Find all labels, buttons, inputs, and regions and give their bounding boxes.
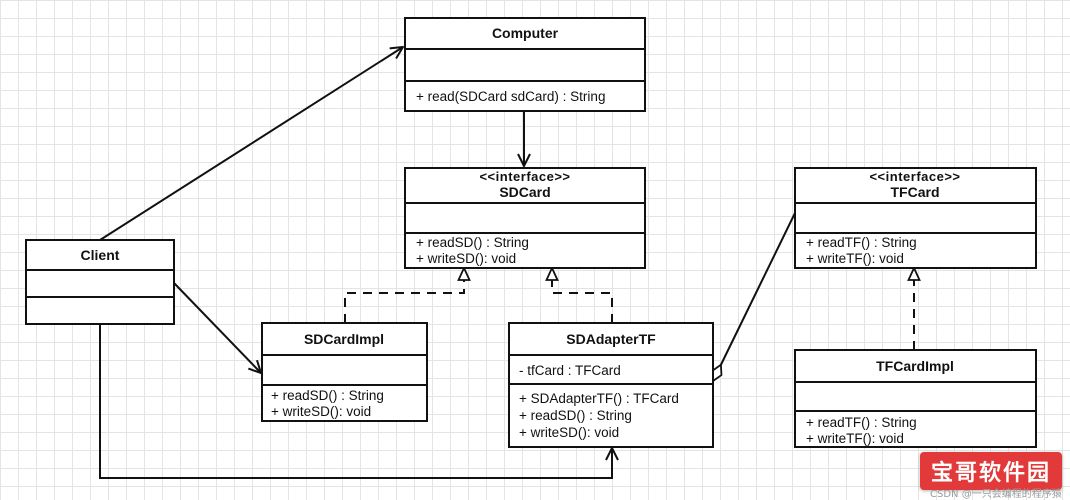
class-title: TFCardImpl	[876, 358, 954, 374]
class-box	[794, 349, 1037, 448]
method-writetf: + writeTF(): void	[806, 251, 904, 266]
realize-sdadaptertf-sdcard	[552, 268, 613, 323]
class-title: TFCard	[891, 184, 940, 200]
class-sdcardimpl[interactable]: SDCardImpl + readSD() : String + writeSD…	[261, 322, 428, 422]
class-title: Client	[81, 247, 120, 263]
method-readtf: + readTF() : String	[806, 415, 917, 430]
watermark-badge: 宝哥软件园	[920, 452, 1062, 490]
class-box	[261, 322, 428, 422]
class-tfcardimpl[interactable]: TFCardImpl + readTF() : String + writeTF…	[794, 349, 1037, 448]
assoc-client-sdadaptertf	[99, 325, 612, 479]
method-readsd: + readSD() : String	[271, 388, 384, 403]
aggregation-tfcard-sdadaptertf	[713, 212, 796, 381]
method-readsd: + readSD() : String	[519, 408, 632, 423]
class-title: SDCard	[499, 184, 550, 200]
class-box	[794, 167, 1037, 269]
method-writetf: + writeTF(): void	[806, 431, 904, 446]
method-readtf: + readTF() : String	[806, 235, 917, 250]
class-box	[25, 239, 175, 325]
stereotype-label: <<interface>>	[479, 169, 570, 184]
method-read: + read(SDCard sdCard) : String	[416, 89, 605, 104]
class-client[interactable]: Client	[25, 239, 175, 325]
class-sdadaptertf[interactable]: SDAdapterTF - tfCard : TFCard + SDAdapte…	[508, 322, 714, 448]
relations	[99, 47, 914, 479]
class-title: SDCardImpl	[304, 331, 384, 347]
assoc-client-computer	[99, 47, 403, 241]
class-box	[404, 167, 646, 269]
assoc-client-sdcardimpl	[173, 282, 261, 373]
method-writesd: + writeSD(): void	[519, 425, 619, 440]
interface-sdcard[interactable]: <<interface>> SDCard + readSD() : String…	[404, 167, 646, 269]
interface-tfcard[interactable]: <<interface>> TFCard + readTF() : String…	[794, 167, 1037, 269]
method-readsd: + readSD() : String	[416, 235, 529, 250]
realize-sdcardimpl-sdcard	[344, 268, 464, 323]
class-computer[interactable]: Computer + read(SDCard sdCard) : String	[404, 17, 646, 112]
method-constructor: + SDAdapterTF() : TFCard	[519, 391, 679, 406]
attribute-tfcard: - tfCard : TFCard	[519, 363, 621, 378]
stereotype-label: <<interface>>	[869, 169, 960, 184]
method-writesd: + writeSD(): void	[271, 404, 371, 419]
watermark-caption: CSDN @一只会编程的程序猿	[930, 489, 1062, 500]
class-box	[404, 17, 646, 112]
class-title: Computer	[492, 25, 559, 41]
class-title: SDAdapterTF	[566, 331, 656, 347]
method-writesd: + writeSD(): void	[416, 251, 516, 266]
